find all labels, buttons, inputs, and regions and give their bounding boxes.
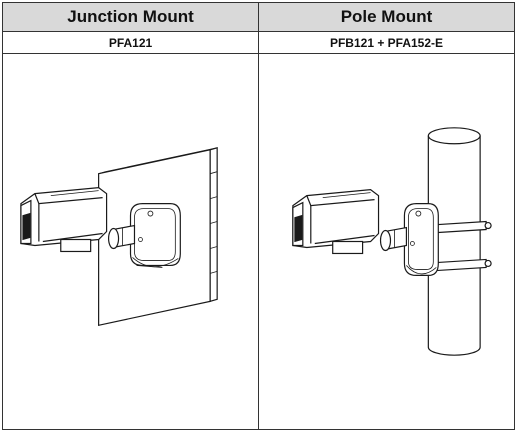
junction-mount-illustration-cell <box>2 53 259 430</box>
junction-box <box>129 203 181 268</box>
header-pole-mount: Pole Mount <box>258 2 515 32</box>
junction-box <box>403 203 439 277</box>
model-row: PFA121 PFB121 + PFA152-E <box>2 31 515 54</box>
junction-mount-illustration <box>20 146 218 327</box>
pole <box>427 127 481 356</box>
illustration-row <box>2 53 515 430</box>
model-pole-mount: PFB121 + PFA152-E <box>258 31 515 54</box>
bullet-camera <box>292 189 380 255</box>
bullet-camera <box>20 187 108 253</box>
pole-mount-illustration-cell <box>258 53 515 430</box>
mount-comparison-table: Junction Mount Pole Mount PFA121 PFB121 … <box>2 2 515 430</box>
bracket-arm <box>107 224 136 250</box>
model-junction-mount: PFA121 <box>2 31 259 54</box>
header-row: Junction Mount Pole Mount <box>2 2 515 32</box>
header-junction-mount: Junction Mount <box>2 2 259 32</box>
bracket-arm <box>379 226 408 252</box>
pole-mount-illustration <box>292 127 492 356</box>
